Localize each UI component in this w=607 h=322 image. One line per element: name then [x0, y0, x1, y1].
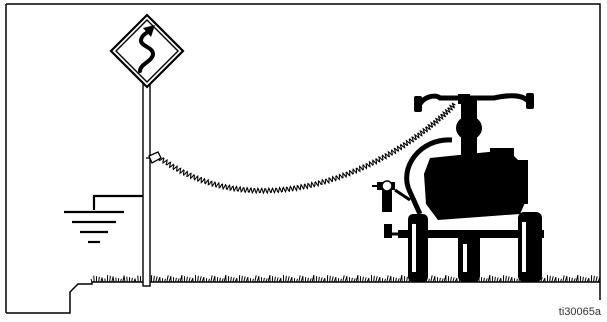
ground-icon — [64, 194, 146, 244]
grass-blade — [232, 277, 235, 283]
grass-blade — [263, 277, 265, 283]
grass-blade — [164, 278, 166, 283]
grass-blade — [593, 275, 595, 283]
grass-blade — [560, 278, 562, 283]
grass-blade — [134, 278, 137, 283]
grass-blade — [353, 278, 356, 283]
grass-blade — [397, 278, 400, 283]
diagram-frame — [5, 3, 601, 313]
grass-blade — [131, 277, 133, 283]
sign-post — [142, 79, 151, 287]
grounding-clamp-icon — [146, 151, 162, 164]
grass-blade — [540, 277, 543, 283]
grass-blade — [197, 275, 199, 283]
grass-blade — [507, 276, 510, 283]
grass-blade — [450, 276, 452, 283]
grass-blade — [166, 275, 169, 283]
grass-blade — [597, 276, 601, 283]
grass-blade — [595, 276, 598, 283]
grass-blade — [153, 275, 155, 283]
grass-blade — [309, 278, 312, 283]
grass-blade — [101, 277, 104, 283]
grass-blade — [364, 277, 367, 283]
figure-id-label: ti30065a — [558, 306, 601, 318]
grass-blade — [582, 276, 584, 283]
grass-blade — [329, 275, 331, 283]
grass-blade — [452, 277, 455, 283]
grass-blade — [384, 278, 386, 283]
grass-blade — [133, 278, 136, 283]
grass-blade — [285, 275, 287, 283]
grass-blade — [208, 278, 210, 283]
grass-blade — [230, 276, 232, 283]
grass-blade — [496, 277, 499, 283]
grass-blade — [362, 276, 364, 283]
grass-blade — [241, 275, 243, 283]
coiled-ground-wire — [158, 102, 456, 195]
grass-blade — [175, 277, 177, 283]
grass-blade — [428, 278, 430, 283]
grass-blade — [386, 275, 389, 283]
grass-blade — [320, 277, 323, 283]
grass-blade — [186, 276, 188, 283]
grass-blade — [199, 276, 202, 283]
grass-blade — [109, 275, 111, 283]
grass-blade — [573, 278, 576, 283]
grass-blade — [188, 277, 191, 283]
grass-blade — [571, 277, 573, 283]
winding-road-sign-icon — [109, 13, 185, 89]
ground-line — [6, 281, 600, 314]
grass-blade — [219, 277, 221, 283]
grass-blade — [342, 275, 345, 283]
grass-blade — [112, 276, 115, 283]
grass-blade — [90, 278, 93, 283]
grass-blade — [516, 278, 518, 283]
front-wheel — [458, 232, 480, 282]
grass-blade — [406, 276, 408, 283]
grass-blade — [120, 278, 122, 283]
grass-blade — [296, 278, 298, 283]
grass-blade — [340, 278, 342, 283]
grass-blade — [318, 276, 320, 283]
grass-blade — [485, 278, 488, 283]
grass-blade — [483, 277, 485, 283]
grass-blade — [551, 276, 554, 283]
grass-blade — [395, 277, 397, 283]
grass-blade — [494, 276, 496, 283]
grass-blade — [505, 275, 507, 283]
grass-blade — [562, 275, 565, 283]
grass-blade — [243, 276, 246, 283]
grass-blade — [375, 276, 378, 283]
grass-blade — [98, 276, 100, 283]
grass-blade — [373, 275, 375, 283]
grass-blade — [177, 278, 180, 283]
grass-blade — [274, 276, 276, 283]
grass-blade — [265, 278, 268, 283]
grass-blade — [549, 275, 551, 283]
spray-gun-icon — [372, 180, 411, 212]
grass-blade — [584, 277, 587, 283]
grass-blade — [155, 276, 158, 283]
grass-blade — [210, 275, 213, 283]
grass-blade — [287, 276, 290, 283]
line-striper-sprayer-silhouette — [372, 93, 544, 282]
grass-blade — [254, 275, 257, 283]
grass-blade — [307, 277, 309, 283]
grass-blade — [252, 278, 254, 283]
rear-wheel-right — [518, 212, 542, 282]
grass-blade — [331, 276, 334, 283]
grass-blade — [221, 278, 224, 283]
grass-blade — [439, 277, 441, 283]
grass-blade — [123, 275, 126, 283]
grass-blade — [276, 277, 279, 283]
grass-blade — [351, 277, 353, 283]
grass-blade — [298, 275, 301, 283]
rear-wheel-left — [408, 214, 428, 282]
grass-blade — [430, 275, 433, 283]
grass-blade — [441, 278, 444, 283]
